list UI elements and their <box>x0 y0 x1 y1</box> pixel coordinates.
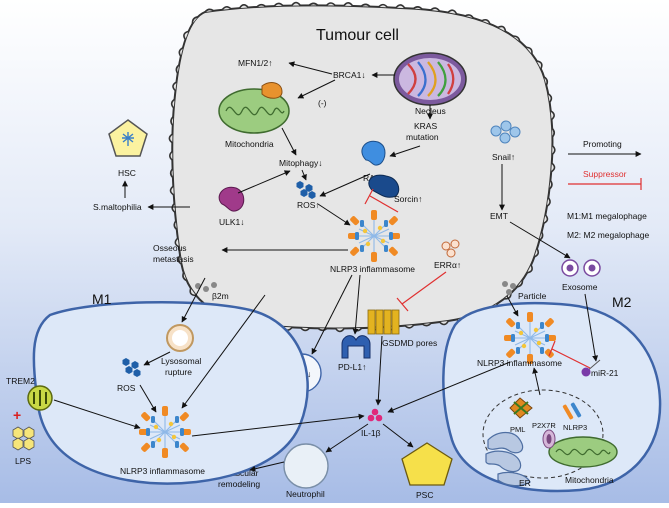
nlrp3-inflammasome-tumour-icon <box>347 209 401 263</box>
m2-title: M2 <box>612 294 632 310</box>
mir21-icon <box>581 359 601 377</box>
gsdmd-label: GSDMD pores <box>382 338 437 348</box>
sorcin-icon <box>368 174 400 198</box>
ulk1-label: ULK1↓ <box>219 217 245 227</box>
legend-suppressor: Suppressor <box>583 169 627 179</box>
erra-label: ERRα↑ <box>434 260 461 270</box>
p2x7r-icon <box>542 429 556 449</box>
legend-m1-definition: M1:M1 megalophage <box>567 211 647 221</box>
neutrophil-label: Neutrophil <box>286 489 325 499</box>
promoting-arrows <box>53 61 642 472</box>
pdl1-icon <box>341 335 371 359</box>
nucleus <box>393 52 467 106</box>
snail-icon <box>490 120 521 144</box>
minus-label: (-) <box>318 98 327 108</box>
p2x7r-label: P2X7R <box>532 421 556 430</box>
lysosomal-label-1: Lysosomal <box>161 356 201 366</box>
gsdmd-pores-icon <box>367 309 400 335</box>
emt-label: EMT <box>490 211 508 221</box>
m2-nlrp3-label: NLRP3 inflammasome <box>477 358 562 368</box>
m1-ros-label: ROS <box>117 383 136 393</box>
nlrp3-inflammasome-m1-icon <box>138 405 192 459</box>
trem2-icon <box>27 385 53 411</box>
rac1-icon <box>361 140 386 166</box>
er-icon <box>485 431 531 487</box>
pml-cross-icon <box>513 401 529 415</box>
ros-label: ROS↑ <box>297 200 320 210</box>
nlrp3-inflammasome-m2-icon <box>503 311 557 365</box>
lps-icon <box>12 426 35 451</box>
suppressor-lines <box>364 178 642 369</box>
b2m-label: β2m <box>212 291 229 301</box>
b2m-icon <box>195 282 217 292</box>
smalto-label: S.maltophilia <box>93 202 142 212</box>
plus-sign: + <box>13 407 21 423</box>
legend-m2-definition: M2: M2 megalophage <box>567 230 649 240</box>
ulk1-icon <box>218 186 245 212</box>
kras-label-2: mutation <box>406 132 439 142</box>
trem2-label: TREM2 <box>6 376 35 386</box>
psc-icon <box>401 442 453 486</box>
mitochondria-label: Mitochondria <box>225 139 274 149</box>
m1-nlrp3-label: NLRP3 inflammasome <box>120 466 205 476</box>
particle-icon <box>502 281 516 295</box>
exosome-icon <box>561 259 601 277</box>
lysosomal-label-2: rupture <box>165 367 192 377</box>
nlrp3-tumour-label: NLRP3 inflammasome <box>330 264 415 274</box>
erra-icon <box>441 239 460 258</box>
hsc-icon <box>108 119 148 157</box>
m2-mitochondria-icon <box>548 436 618 468</box>
mir21-label: miR-21 <box>591 368 619 378</box>
tumour-cell-title: Tumour cell <box>316 27 399 44</box>
m2-nlrp3-small-icon <box>562 402 582 420</box>
kras-label-1: KRAS <box>414 121 437 131</box>
psc-label: PSC <box>416 490 433 500</box>
m1-title: M1 <box>92 291 112 307</box>
lps-label: LPS <box>15 456 31 466</box>
lysosome-icon <box>166 324 194 352</box>
osseous-label-1: Osseous <box>153 243 187 253</box>
m2-organelle-region <box>482 389 604 479</box>
il1b-label: IL-1β <box>361 428 381 438</box>
m2-nlrp3-small-label: NLRP3 <box>563 423 587 432</box>
mfn-label: MFN1/2↑ <box>238 58 272 68</box>
mitochondria-icon <box>218 82 290 134</box>
m2-macrophage-membrane <box>442 301 662 493</box>
sorcin-label: Sorcin↑ <box>394 194 422 204</box>
neutrophil-cell <box>283 443 329 489</box>
hsc-label: HSC <box>118 168 136 178</box>
exosome-label: Exosome <box>562 282 598 292</box>
particle-label: Particle <box>518 291 547 301</box>
il1b-icon <box>367 408 383 422</box>
er-label: ER <box>519 478 531 488</box>
brca1-label: BRCA1↓ <box>333 70 366 80</box>
legend-promoting: Promoting <box>583 139 622 149</box>
tumour-cell-membrane <box>171 4 554 330</box>
m2-mitochondria-label: Mitochondria <box>565 475 614 485</box>
pml-label: PML <box>510 425 525 434</box>
snail-label: Snail↑ <box>492 152 515 162</box>
osseous-label-2: metastasis <box>153 254 194 264</box>
mitophagy-label: Mitophagy↓ <box>279 158 322 168</box>
pdl1-label: PD-L1↑ <box>338 362 366 372</box>
vascular-label-2: remodeling <box>218 479 260 489</box>
